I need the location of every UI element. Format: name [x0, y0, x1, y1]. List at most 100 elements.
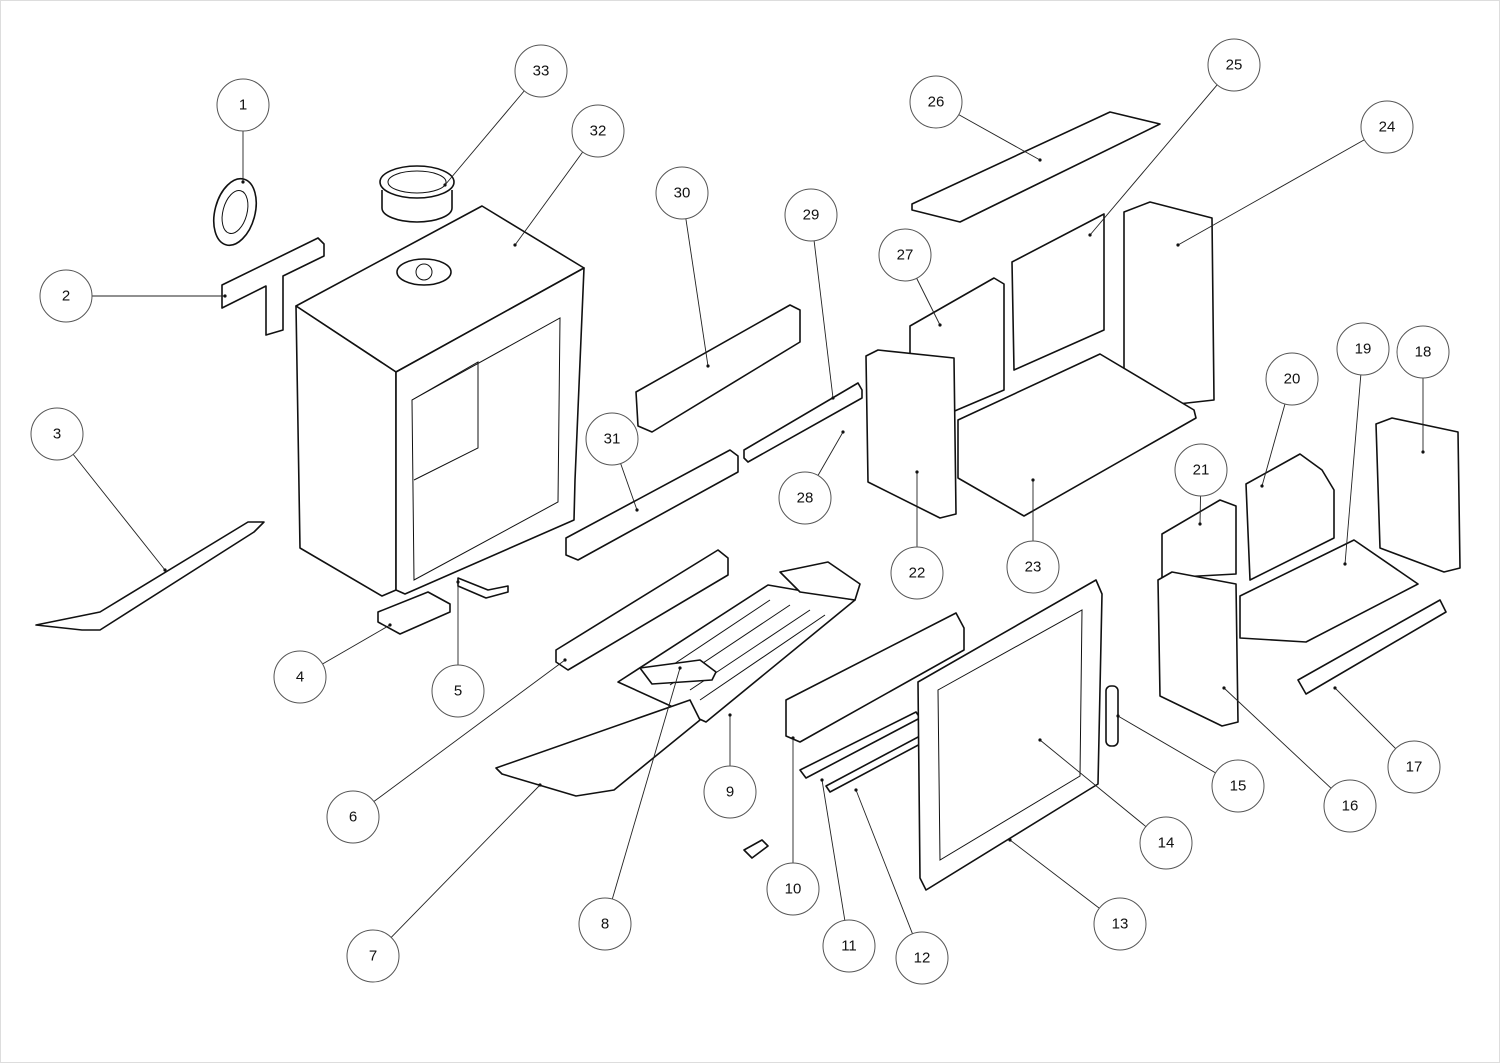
leader-end-24	[1176, 243, 1180, 247]
leader-end-29	[831, 396, 835, 400]
leader-end-23	[1031, 478, 1035, 482]
callout-1: 1	[216, 78, 270, 132]
callout-13: 13	[1093, 897, 1147, 951]
leader-end-10	[791, 736, 795, 740]
part-t-bracket	[221, 237, 325, 336]
callout-bubble	[655, 166, 709, 220]
callout-bubble	[39, 269, 93, 323]
leader-line-28	[817, 431, 844, 476]
leader-end-1	[241, 180, 245, 184]
leader-end-5	[456, 580, 460, 584]
callout-number: 32	[590, 123, 607, 140]
callout-20: 20	[1265, 352, 1319, 406]
callout-23: 23	[1006, 540, 1060, 594]
callout-33: 33	[514, 44, 568, 98]
leader-line-27	[916, 278, 941, 326]
callout-bubble	[1360, 100, 1414, 154]
callout-bubble	[890, 546, 944, 600]
callout-number: 13	[1112, 916, 1129, 933]
callout-number: 18	[1415, 344, 1432, 361]
part-brick-20	[1245, 453, 1335, 581]
callout-number: 21	[1193, 462, 1210, 479]
leader-end-21	[1198, 522, 1202, 526]
callout-number: 15	[1230, 778, 1247, 795]
callout-number: 3	[53, 426, 61, 443]
callout-15: 15	[1211, 759, 1265, 813]
callout-bubble	[1336, 322, 1390, 376]
part-grate	[617, 561, 861, 723]
callout-bubble	[1211, 759, 1265, 813]
leader-end-19	[1343, 562, 1347, 566]
callout-bubble	[1265, 352, 1319, 406]
leader-end-20	[1260, 484, 1264, 488]
callout-number: 12	[914, 950, 931, 967]
callout-bubble	[766, 862, 820, 916]
callout-bubble	[909, 75, 963, 129]
callout-29: 29	[784, 188, 838, 242]
callout-bubble	[1396, 325, 1450, 379]
callout-number: 33	[533, 63, 550, 80]
leader-end-31	[635, 508, 639, 512]
callout-19: 19	[1336, 322, 1390, 376]
callout-18: 18	[1396, 325, 1450, 379]
callout-number: 27	[897, 247, 914, 264]
callout-21: 21	[1174, 443, 1228, 497]
callout-bubble	[1387, 740, 1441, 794]
callout-3: 3	[30, 407, 84, 461]
callout-2: 2	[39, 269, 93, 323]
leader-line-33	[444, 90, 525, 186]
leader-line-6	[373, 659, 566, 802]
leader-line-32	[514, 151, 584, 246]
callout-4: 4	[273, 650, 327, 704]
leader-line-4	[322, 624, 391, 665]
leader-line-26	[958, 114, 1041, 161]
callout-bubble	[571, 104, 625, 158]
part-ash-pan	[495, 699, 701, 797]
callout-bubble	[216, 78, 270, 132]
part-brick-21	[1161, 499, 1237, 579]
leader-end-2	[223, 294, 227, 298]
leader-line-8	[611, 667, 681, 900]
leader-end-4	[388, 623, 392, 627]
callout-31: 31	[585, 412, 639, 466]
callout-bubble	[1139, 816, 1193, 870]
callout-32: 32	[571, 104, 625, 158]
callout-bubble	[346, 929, 400, 983]
leader-line-20	[1261, 403, 1286, 487]
leader-end-6	[563, 658, 567, 662]
callout-bubble	[1093, 897, 1147, 951]
part-brick-19	[1239, 539, 1419, 643]
leader-end-27	[938, 323, 942, 327]
callout-bubble	[30, 407, 84, 461]
callout-8: 8	[578, 897, 632, 951]
leader-line-24	[1177, 139, 1365, 246]
callout-25: 25	[1207, 38, 1261, 92]
leader-end-32	[513, 243, 517, 247]
callout-bubble	[1174, 443, 1228, 497]
callout-number: 20	[1284, 371, 1301, 388]
leader-line-31	[620, 463, 638, 511]
leader-end-9	[728, 713, 732, 717]
callout-22: 22	[890, 546, 944, 600]
callout-number: 24	[1379, 119, 1396, 136]
callout-number: 16	[1342, 798, 1359, 815]
callout-number: 30	[674, 185, 691, 202]
leader-end-25	[1088, 233, 1092, 237]
part-brick-18	[1375, 417, 1461, 573]
callout-28: 28	[778, 471, 832, 525]
part-bracket-4	[377, 591, 451, 635]
callout-number: 29	[803, 207, 820, 224]
callout-30: 30	[655, 166, 709, 220]
leader-end-30	[706, 364, 710, 368]
part-flue-collar-ring	[212, 177, 258, 247]
callout-14: 14	[1139, 816, 1193, 870]
part-air-bar-31	[565, 449, 739, 561]
callout-number: 6	[349, 809, 357, 826]
part-stove-body	[295, 205, 585, 597]
leader-line-3	[72, 454, 166, 571]
callout-number: 1	[239, 97, 247, 114]
part-baffle	[635, 304, 801, 433]
callout-number: 31	[604, 431, 621, 448]
leader-end-14	[1038, 738, 1042, 742]
